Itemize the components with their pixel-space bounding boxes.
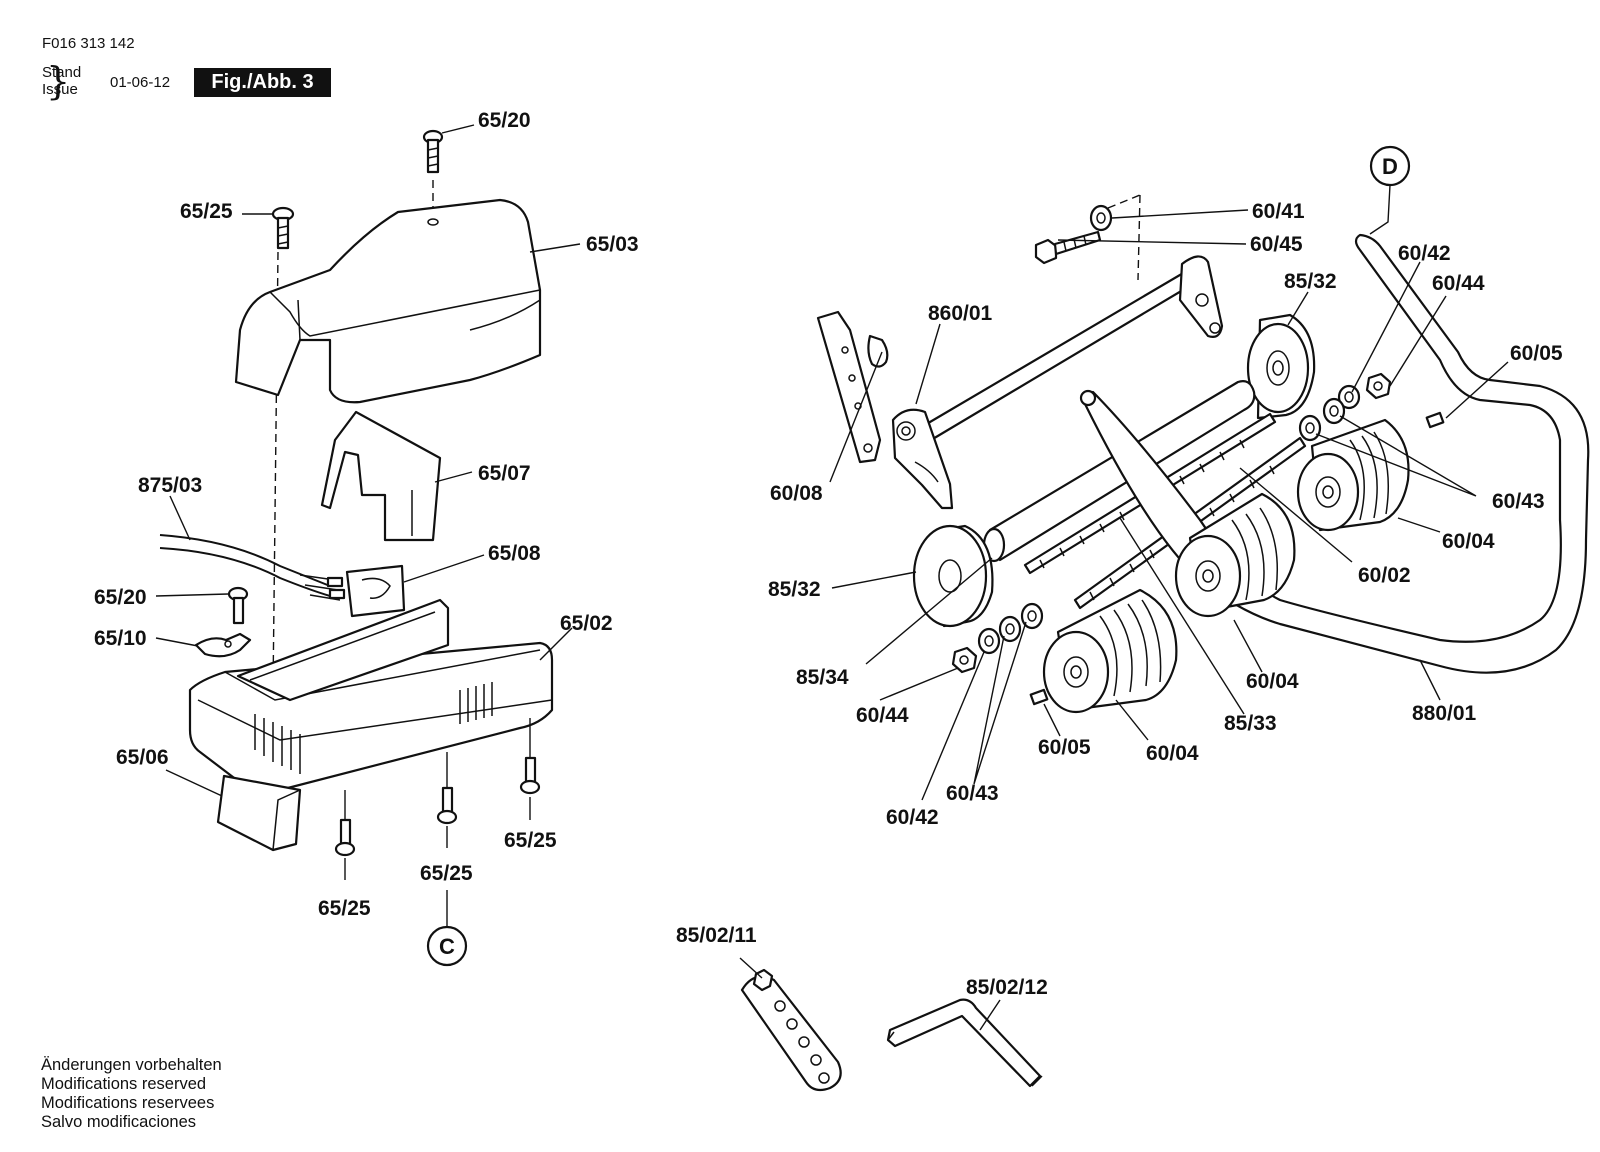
callout-label: 65/25 xyxy=(504,829,557,852)
connector-c-label: C xyxy=(439,934,455,959)
issue-label: Issue xyxy=(42,81,78,98)
tine-roller-part xyxy=(1174,492,1296,618)
nut-part xyxy=(1365,372,1392,400)
callout-label: 65/20 xyxy=(478,109,531,132)
top-cover-part xyxy=(234,198,542,404)
callout-label: 60/08 xyxy=(770,482,823,505)
callout-label: 60/42 xyxy=(886,806,939,829)
callout-label: 60/04 xyxy=(1442,530,1495,553)
washer-part xyxy=(1020,602,1044,630)
stand-label: Stand xyxy=(42,64,82,81)
switch-part xyxy=(345,564,406,618)
leader-lines-right xyxy=(829,209,1509,801)
tine-roller-part xyxy=(1296,418,1410,532)
callout-label: 65/08 xyxy=(488,542,541,565)
connector-d: D xyxy=(1369,145,1411,235)
base-housing-part xyxy=(188,598,554,792)
callout-label: 65/10 xyxy=(94,627,147,650)
callout-label: 60/43 xyxy=(946,782,999,805)
washer-part xyxy=(1298,414,1322,442)
issue-labels: Stand Issue xyxy=(42,64,81,98)
callout-label: 60/45 xyxy=(1250,233,1303,256)
cable-clamp-part xyxy=(194,632,252,658)
document-number: F016 313 142 xyxy=(42,35,135,52)
washer-part xyxy=(1322,397,1346,425)
pin-part xyxy=(1029,688,1049,706)
callout-label: 60/44 xyxy=(856,704,909,727)
washer-part xyxy=(998,615,1022,643)
screw-part xyxy=(436,786,458,825)
modification-notes: Änderungen vorbehalten Modifications res… xyxy=(41,1056,222,1132)
callout-label: 65/25 xyxy=(420,862,473,885)
figure-label: Fig./Abb. 3 xyxy=(194,68,331,97)
callout-label: 60/05 xyxy=(1510,342,1563,365)
wheel-part xyxy=(912,524,994,628)
tine-roller-part xyxy=(1042,588,1178,714)
callout-label: 65/20 xyxy=(94,586,147,609)
note-line: Modifications reservees xyxy=(41,1094,215,1112)
callout-labels: 65/20 65/25 65/03 65/07 875/03 65/08 65/… xyxy=(94,109,1563,999)
pin-part xyxy=(1425,411,1445,429)
leader-lines-left xyxy=(155,124,581,928)
screw-part xyxy=(271,206,295,250)
callout-label: 65/07 xyxy=(478,462,531,485)
screw-part xyxy=(227,586,249,625)
callout-label: 85/02/12 xyxy=(966,976,1048,999)
callout-label: 85/02/11 xyxy=(676,924,757,947)
washer-part xyxy=(1089,204,1113,232)
screw-part xyxy=(519,756,541,795)
callout-label: 860/01 xyxy=(928,302,993,325)
note-line: Salvo modificaciones xyxy=(41,1113,196,1131)
screw-part xyxy=(422,129,444,174)
callout-label: 65/25 xyxy=(180,200,233,223)
note-line: Modifications reserved xyxy=(41,1075,207,1093)
rubber-foot-part xyxy=(216,774,302,852)
assembly-axis-line xyxy=(1137,194,1141,281)
connector-d-label: D xyxy=(1382,154,1398,179)
callout-label: 65/06 xyxy=(116,746,169,769)
cover-plate-part xyxy=(320,410,442,542)
hex-key-part xyxy=(886,998,1043,1088)
callout-label: 65/02 xyxy=(560,612,613,635)
callout-label: 65/03 xyxy=(586,233,639,256)
callout-label: 60/43 xyxy=(1492,490,1545,513)
callout-label: 85/33 xyxy=(1224,712,1277,735)
wheel-part xyxy=(1246,313,1316,420)
callout-label: 60/04 xyxy=(1146,742,1199,765)
adjustment-spanner-part xyxy=(739,957,842,1092)
callout-label: 85/34 xyxy=(796,666,849,689)
callout-label: 65/25 xyxy=(318,897,371,920)
callout-label: 85/32 xyxy=(768,578,821,601)
callout-label: 60/04 xyxy=(1246,670,1299,693)
frame-part xyxy=(891,255,1224,510)
brace-glyph: } xyxy=(46,59,71,103)
issue-date: 01-06-12 xyxy=(110,74,171,91)
callout-label: 60/02 xyxy=(1358,564,1411,587)
assembly-axis-line xyxy=(1107,194,1141,209)
callout-label: 85/32 xyxy=(1284,270,1337,293)
callout-label: 60/42 xyxy=(1398,242,1451,265)
screw-part xyxy=(334,818,356,857)
connector-c: C xyxy=(426,925,468,967)
callout-label: 60/44 xyxy=(1432,272,1485,295)
nut-part xyxy=(951,646,978,674)
washer-part xyxy=(977,627,1001,655)
callout-label: 875/03 xyxy=(138,474,202,497)
bolt-part xyxy=(1034,230,1102,265)
note-line: Änderungen vorbehalten xyxy=(41,1056,222,1074)
power-cable-part xyxy=(159,534,346,601)
callout-label: 60/05 xyxy=(1038,736,1091,759)
height-adjuster-part xyxy=(816,310,889,464)
assembly-axis-line xyxy=(272,251,279,691)
callout-label: 60/41 xyxy=(1252,200,1305,223)
callout-label: 880/01 xyxy=(1412,702,1477,725)
washer-part xyxy=(1337,384,1361,410)
